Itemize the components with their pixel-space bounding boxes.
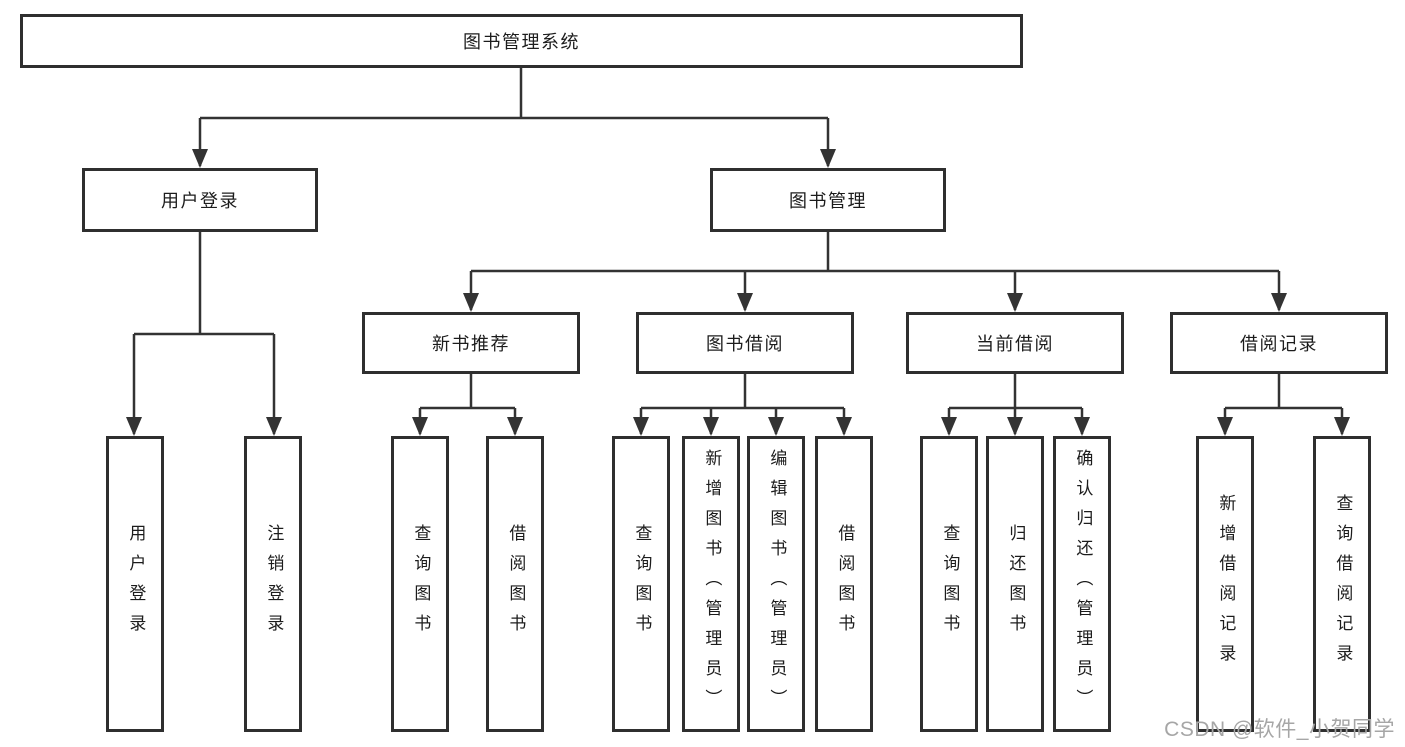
node-new-book-recommendation: 新书推荐 (362, 312, 580, 374)
leaf-label: 用户登录 (126, 524, 146, 644)
leaf-label: 确认归还（管理员） (1073, 449, 1093, 719)
leaf-query-books-borrowing: 查询图书 (612, 436, 670, 732)
leaf-query-books-current: 查询图书 (920, 436, 978, 732)
leaf-label: 借阅图书 (506, 524, 526, 644)
leaf-logout: 注销登录 (244, 436, 302, 732)
leaf-confirm-return-admin: 确认归还（管理员） (1053, 436, 1111, 732)
leaf-borrow-books-borrowing: 借阅图书 (815, 436, 873, 732)
csdn-watermark: CSDN @软件_小贺同学 (1164, 718, 1395, 741)
leaf-label: 借阅图书 (835, 524, 855, 644)
node-book-borrowing: 图书借阅 (636, 312, 854, 374)
leaf-label: 查询图书 (632, 524, 652, 644)
leaf-query-borrow-record: 查询借阅记录 (1313, 436, 1371, 732)
node-library-management-system: 图书管理系统 (20, 14, 1023, 68)
node-book-management: 图书管理 (710, 168, 946, 232)
node-borrowing-records: 借阅记录 (1170, 312, 1388, 374)
leaf-label: 注销登录 (264, 524, 284, 644)
node-current-borrowing: 当前借阅 (906, 312, 1124, 374)
leaf-add-borrow-record: 新增借阅记录 (1196, 436, 1254, 732)
leaf-query-books-recommend: 查询图书 (391, 436, 449, 732)
leaf-label: 编辑图书（管理员） (767, 449, 787, 719)
leaf-label: 查询图书 (940, 524, 960, 644)
leaf-label: 新增图书（管理员） (702, 449, 722, 719)
leaf-add-book-admin: 新增图书（管理员） (682, 436, 740, 732)
leaf-label: 查询借阅记录 (1333, 494, 1353, 674)
leaf-label: 查询图书 (411, 524, 431, 644)
leaf-borrow-books-recommend: 借阅图书 (486, 436, 544, 732)
leaf-return-book: 归还图书 (986, 436, 1044, 732)
leaf-user-login: 用户登录 (106, 436, 164, 732)
node-user-login: 用户登录 (82, 168, 318, 232)
leaf-label: 归还图书 (1006, 524, 1026, 644)
leaf-edit-book-admin: 编辑图书（管理员） (747, 436, 805, 732)
leaf-label: 新增借阅记录 (1216, 494, 1236, 674)
